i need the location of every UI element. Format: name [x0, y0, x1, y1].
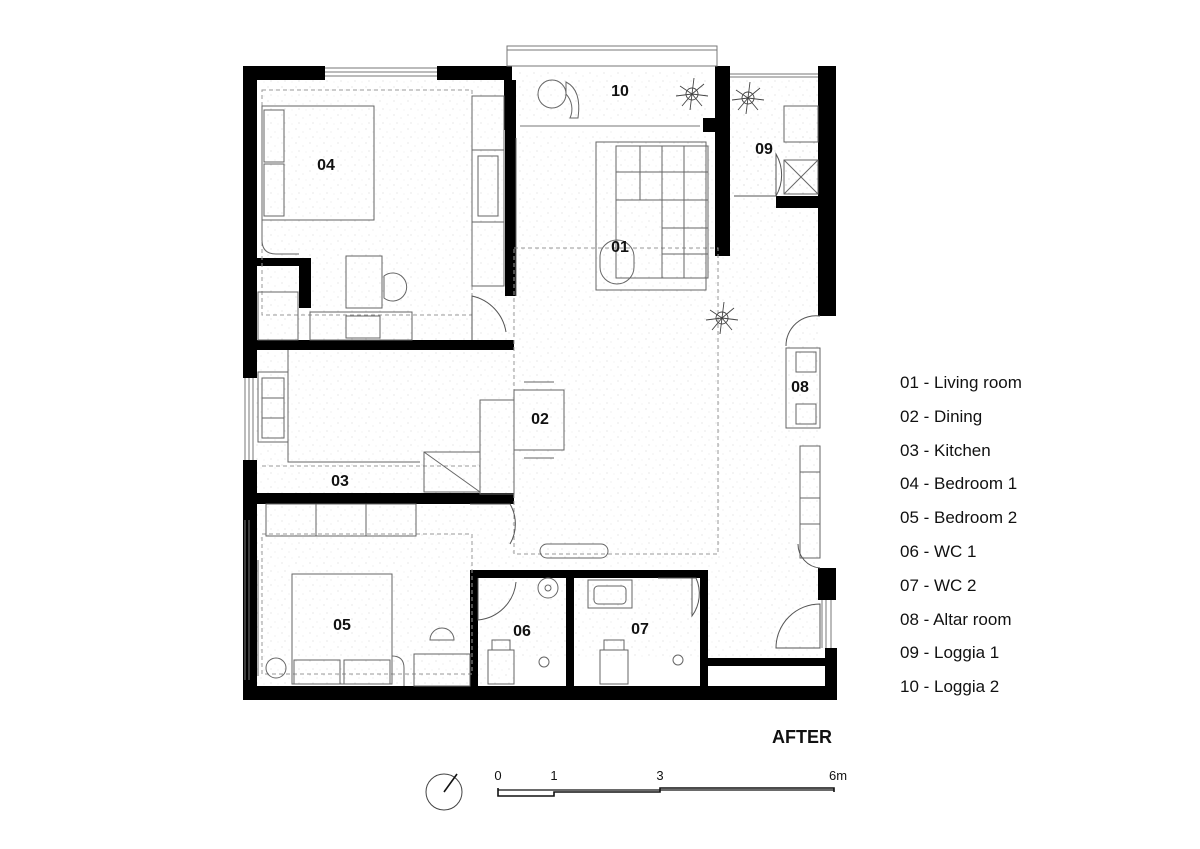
legend-item: 06 - WC 1	[900, 541, 977, 561]
room-label-01: 01	[611, 239, 629, 256]
legend-item: 05 - Bedroom 2	[900, 508, 1018, 528]
floor-areas	[256, 72, 820, 686]
legend-item: 07 - WC 2	[900, 575, 977, 595]
scale-tick-0: 0	[494, 768, 501, 783]
room-label-09: 09	[755, 141, 773, 158]
scale-tick-1: 1	[550, 768, 557, 783]
plan-title: AFTER	[772, 727, 832, 747]
room-label-10: 10	[611, 83, 629, 100]
room-label-06: 06	[513, 623, 531, 640]
legend-item: 03 - Kitchen	[900, 440, 991, 460]
scale-tick-3: 3	[656, 768, 663, 783]
furniture	[257, 79, 821, 687]
legend-item: 04 - Bedroom 1	[900, 474, 1018, 494]
plants	[675, 77, 765, 335]
plant-icon	[675, 77, 709, 111]
legend-item: 10 - Loggia 2	[900, 677, 1000, 697]
room-labels: 01 02 03 04 05 06 07 08 09 10	[317, 83, 809, 640]
legend-item: 09 - Loggia 1	[900, 643, 1000, 663]
room-label-02: 02	[531, 411, 549, 428]
plant-icon	[705, 301, 739, 335]
legend-item: 02 - Dining	[900, 406, 983, 426]
windows	[244, 45, 832, 680]
north-arrow-icon	[425, 773, 463, 811]
room-label-05: 05	[333, 617, 351, 634]
walls	[243, 66, 837, 700]
legend-item: 08 - Altar room	[900, 609, 1012, 629]
room-label-07: 07	[631, 621, 649, 638]
plant-icon	[731, 81, 765, 115]
room-label-04: 04	[317, 157, 335, 174]
doors	[470, 152, 821, 649]
scale-tick-6m: 6m	[829, 768, 847, 783]
scale-bar: 0 1 3 6m	[494, 768, 847, 797]
legend-item: 01 - Living room	[900, 373, 1022, 392]
room-label-08: 08	[791, 379, 809, 396]
legend: 01 - Living room 02 - Dining 03 - Kitche…	[900, 371, 1022, 709]
room-label-03: 03	[331, 473, 349, 490]
